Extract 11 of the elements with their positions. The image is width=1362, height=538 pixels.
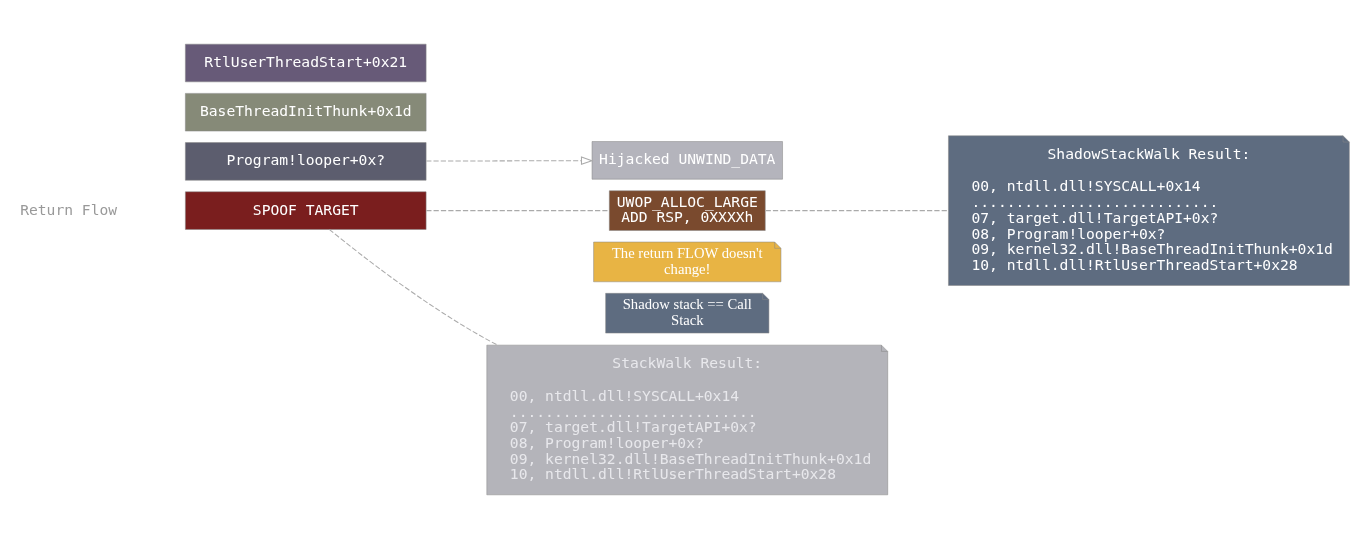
arrow <box>425 155 594 165</box>
node-box: SPOOF TARGET <box>185 191 427 230</box>
node-box: Program!looper+0x? <box>185 141 427 180</box>
connector <box>425 209 610 211</box>
connector <box>328 228 498 345</box>
node-box: Hijacked UNWIND_DATA <box>591 140 783 179</box>
node-box: UWOP_ALLOC_LARGE ADD RSP, 0XXXXh <box>609 189 766 231</box>
node-box: RtlUserThreadStart+0x21 <box>185 43 427 82</box>
node-box: BaseThreadInitThunk+0x1d <box>185 92 427 131</box>
label: Return Flow <box>20 199 118 217</box>
connector <box>765 209 949 211</box>
